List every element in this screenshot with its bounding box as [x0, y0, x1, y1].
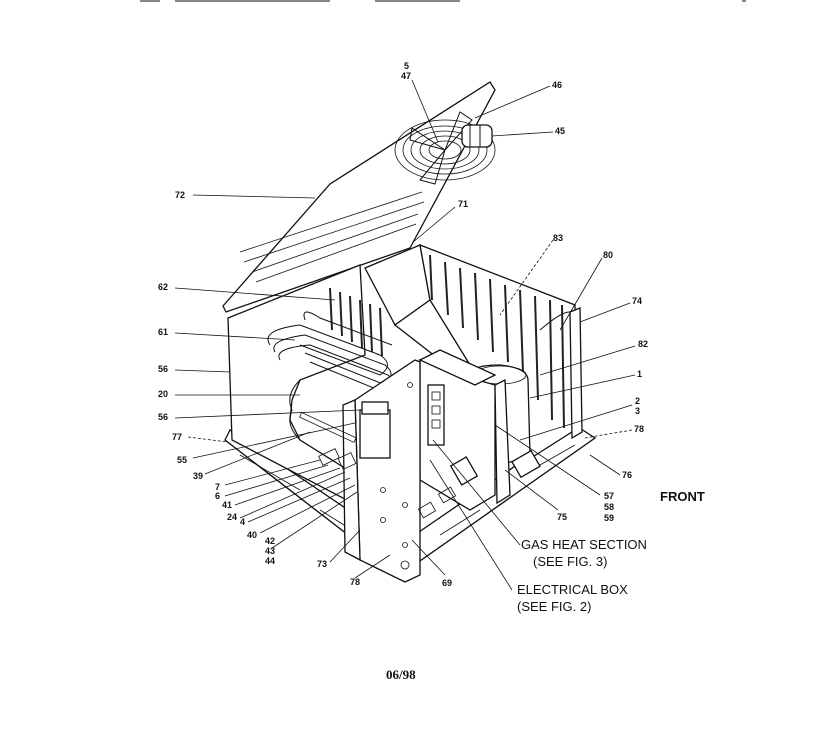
part-label: 61 — [158, 327, 168, 337]
part-label: 7 — [215, 482, 220, 492]
part-label: 56 — [158, 364, 168, 374]
part-label: 83 — [553, 233, 563, 243]
part-label: 42 — [265, 536, 275, 546]
part-label: 20 — [158, 389, 168, 399]
part-label: 75 — [557, 512, 567, 522]
date-code: 06/98 — [386, 667, 416, 682]
leader-lines — [174, 79, 636, 591]
part-label: 56 — [158, 412, 168, 422]
part-label: 71 — [458, 199, 468, 209]
part-label: 6 — [215, 491, 220, 501]
part-label: 4 — [240, 517, 245, 527]
part-label: 59 — [604, 513, 614, 523]
part-label: 44 — [265, 556, 275, 566]
part-label: 43 — [265, 546, 275, 556]
part-label: 74 — [632, 296, 642, 306]
part-label: 82 — [638, 339, 648, 349]
part-label: 62 — [158, 282, 168, 292]
gas-heat-ref: (SEE FIG. 3) — [533, 554, 607, 569]
left-side-panel — [227, 264, 386, 522]
part-label: 72 — [175, 190, 185, 200]
electrical-box-callout: ELECTRICAL BOX — [517, 582, 628, 597]
part-label: 58 — [604, 502, 614, 512]
part-label: 78 — [634, 424, 644, 434]
part-labels: 5 47 46 45 72 71 83 80 74 82 62 61 56 20… — [158, 61, 648, 588]
part-label: 55 — [177, 455, 187, 465]
part-label: 69 — [442, 578, 452, 588]
part-label: 45 — [555, 126, 565, 136]
service-panel — [494, 378, 541, 505]
part-label: 39 — [193, 471, 203, 481]
part-label: 77 — [172, 432, 182, 442]
part-label: 73 — [317, 559, 327, 569]
gas-heat-callout: GAS HEAT SECTION — [521, 537, 647, 552]
part-label: 80 — [603, 250, 613, 260]
part-label: 2 — [635, 396, 640, 406]
part-label: 5 — [404, 61, 409, 71]
electrical-box — [342, 359, 421, 583]
part-label: 47 — [401, 71, 411, 81]
part-label: 78 — [350, 577, 360, 587]
condenser-coil — [419, 243, 576, 466]
part-label: 46 — [552, 80, 562, 90]
part-label: 1 — [637, 369, 642, 379]
part-label: 57 — [604, 491, 614, 501]
part-label: 76 — [622, 470, 632, 480]
callout-text: FRONT GAS HEAT SECTION (SEE FIG. 3) ELEC… — [386, 489, 705, 682]
corner-post — [569, 307, 583, 440]
evaporator-coil — [329, 287, 383, 357]
gas-heat-section — [418, 349, 497, 511]
part-label: 40 — [247, 530, 257, 540]
top-panel — [222, 81, 496, 313]
part-label: 3 — [635, 406, 640, 416]
front-label: FRONT — [660, 489, 705, 504]
part-label: 24 — [227, 512, 237, 522]
part-label: 41 — [222, 500, 232, 510]
base-components — [299, 411, 457, 519]
electrical-box-ref: (SEE FIG. 2) — [517, 599, 591, 614]
